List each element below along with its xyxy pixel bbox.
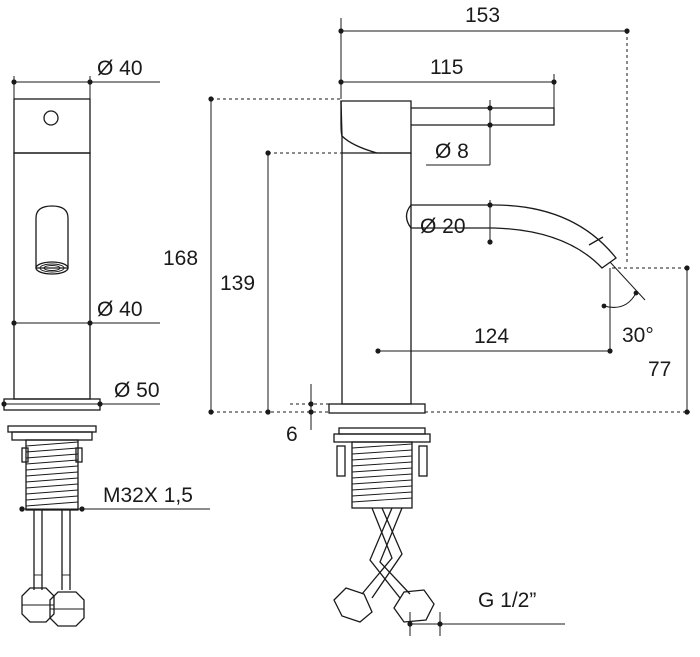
overall-width-label: 153 (465, 4, 500, 27)
thread-label: M32X 1,5 (103, 484, 193, 507)
front-hose-right (369, 507, 411, 599)
side-washer-top (7, 425, 97, 433)
front-thread-lines (351, 443, 413, 503)
handle-diameter-label: Ø 8 (435, 140, 469, 163)
side-hose-nut-right (49, 591, 85, 627)
side-top-cap (13, 98, 91, 154)
front-base-flange (328, 403, 426, 414)
side-hose-right (61, 510, 71, 590)
side-top-diameter-label: Ø 40 (97, 57, 143, 80)
side-body (13, 152, 91, 400)
side-threaded-shank (25, 439, 79, 511)
front-view-dimensions (19, 18, 690, 636)
handle-cap (340, 100, 412, 154)
front-hose-nut-left (333, 587, 373, 623)
spout-reach-label: 124 (474, 325, 509, 348)
spout-diameter-label: Ø 20 (420, 215, 466, 238)
side-washer (11, 431, 93, 441)
spout-opening (35, 205, 69, 269)
aerator (35, 261, 69, 275)
side-hose-nut-left (21, 587, 55, 623)
side-base-diameter-label: Ø 50 (114, 379, 160, 402)
front-washer (333, 433, 431, 443)
front-body (341, 136, 412, 405)
body-height-label: 139 (220, 272, 255, 295)
front-washer-top (338, 427, 426, 435)
spout (411, 204, 617, 269)
front-hose-nut-right (393, 589, 435, 623)
connection-label: G 1/2” (478, 589, 536, 612)
handle-lever (411, 107, 555, 126)
total-height-label: 168 (163, 247, 198, 270)
side-view (3, 98, 101, 627)
front-view (328, 100, 617, 623)
side-hose-left (33, 510, 43, 590)
side-body-diameter-label: Ø 40 (97, 298, 143, 321)
side-view-dimensions (1, 76, 210, 512)
spout-angle-label: 30° (622, 324, 654, 347)
outlet-height-label: 77 (648, 358, 671, 381)
handle-length-label: 115 (430, 56, 463, 79)
base-thickness-label: 6 (286, 423, 298, 446)
front-hose-left (361, 507, 403, 599)
side-thread-lines (25, 441, 79, 507)
handle-hole (43, 110, 59, 126)
